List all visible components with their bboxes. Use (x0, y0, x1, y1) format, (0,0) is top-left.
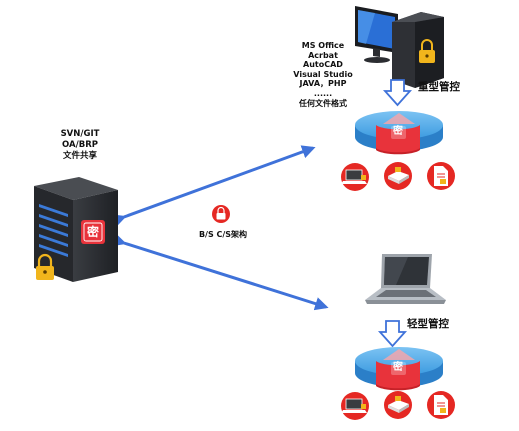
software-item: 任何文件格式 (299, 98, 347, 108)
protocol-label: B/S C/S架构 (198, 230, 248, 239)
desktop-computer-icon (355, 6, 444, 88)
heavy-down-arrow (382, 79, 413, 107)
server-icon (34, 177, 118, 282)
server-caption: SVN/GIT OA/BRP 文件共享 (50, 129, 110, 162)
heavy-disc-badge: 密 (393, 126, 403, 137)
server-padlock-icon (36, 253, 54, 280)
light-disk-lock-badge (384, 391, 412, 419)
light-control-title: 轻型管控 (407, 318, 449, 330)
heavy-control-disc (355, 111, 443, 155)
server-caption-line: SVN/GIT (60, 129, 100, 139)
light-down-arrow (377, 320, 408, 348)
light-disc-badge: 密 (393, 362, 403, 373)
heavy-document-lock-badge (427, 162, 455, 190)
software-item: ...... (313, 88, 333, 98)
light-laptop-lock-badge (341, 392, 369, 420)
lower-link-arrow (111, 233, 329, 311)
software-item: JAVA，PHP (299, 79, 347, 89)
light-document-lock-badge (427, 391, 455, 419)
heavy-control-title: 重型管控 (418, 81, 460, 93)
upper-link-arrow (111, 145, 316, 228)
server-secret-badge: 密 (86, 225, 99, 239)
software-item: Acrbat (308, 50, 338, 60)
protocol-lock-icon (212, 205, 230, 223)
laptop-computer-icon (365, 254, 446, 304)
light-control-disc (355, 347, 443, 391)
server-caption-line: OA/BRP (62, 140, 98, 150)
software-list: MS Office Acrbat AutoCAD Visual Studio J… (287, 41, 359, 108)
heavy-disk-lock-badge (384, 162, 412, 190)
software-item: AutoCAD (303, 60, 343, 70)
server-caption-line: 文件共享 (62, 151, 97, 161)
heavy-laptop-lock-badge (341, 163, 369, 191)
software-item: MS Office (301, 41, 345, 50)
software-item: Visual Studio (293, 69, 353, 79)
